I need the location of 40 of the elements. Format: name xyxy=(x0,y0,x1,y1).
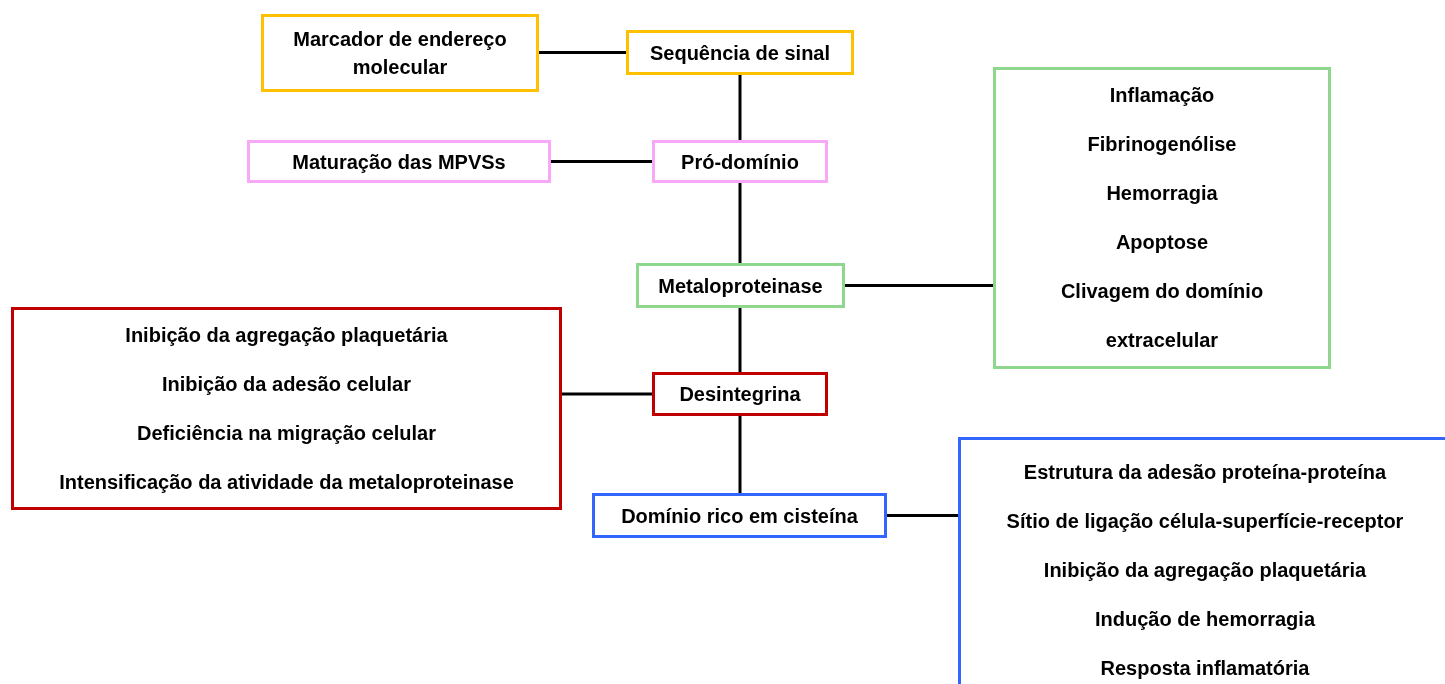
connector-line xyxy=(738,416,742,493)
connector-line xyxy=(738,308,742,372)
domain-box xyxy=(636,263,845,308)
connector-line xyxy=(887,514,958,517)
function-text: Sequência de sinal xyxy=(649,40,831,66)
connector-line xyxy=(845,284,993,287)
function-list-box xyxy=(993,67,1331,369)
function-text: Pró-domínio xyxy=(681,149,799,175)
domain-box xyxy=(261,14,539,92)
connector-line xyxy=(551,160,652,163)
function-text: Inflamação xyxy=(1109,83,1215,108)
function-text: Inibição da agregação plaquetária xyxy=(1043,558,1367,583)
function-text: Clivagem do domínio extracelular xyxy=(1059,279,1265,353)
domain-box xyxy=(247,140,551,183)
function-text: Inibição da agregação plaquetária xyxy=(125,322,448,348)
function-text: Sítio de ligação célula-superfície-receptor xyxy=(1006,509,1404,534)
function-text: Indução de hemorragia xyxy=(1094,607,1316,632)
connector-line xyxy=(738,75,742,140)
function-text: Deficiência na migração celular xyxy=(137,420,436,446)
function-list-box xyxy=(11,307,562,510)
function-text: Domínio rico em cisteína xyxy=(621,503,858,529)
function-text: Fibrinogenólise xyxy=(1087,132,1237,157)
connector-line xyxy=(738,183,742,263)
function-text: Desintegrina xyxy=(679,382,801,407)
domain-box xyxy=(652,140,828,183)
function-list-box xyxy=(958,437,1445,684)
function-text: Estrutura da adesão proteína-proteína xyxy=(1023,460,1387,485)
domain-box xyxy=(652,372,828,416)
function-text: Hemorragia xyxy=(1106,181,1218,206)
connector-line xyxy=(562,392,652,396)
function-text: Maturação das MPVSs xyxy=(292,149,506,175)
function-text: Marcador de endereço molecular xyxy=(292,27,508,80)
domain-box xyxy=(626,30,854,75)
function-text: Intensificação da atividade da metaloproteinase xyxy=(59,469,514,495)
function-text: Resposta inflamatória xyxy=(1100,656,1310,681)
function-text: Metaloproteinase xyxy=(658,273,823,299)
function-text: Inibição da adesão celular xyxy=(162,371,411,397)
domain-box xyxy=(592,493,887,538)
function-text: Apoptose xyxy=(1115,230,1209,255)
connector-line xyxy=(539,51,626,54)
